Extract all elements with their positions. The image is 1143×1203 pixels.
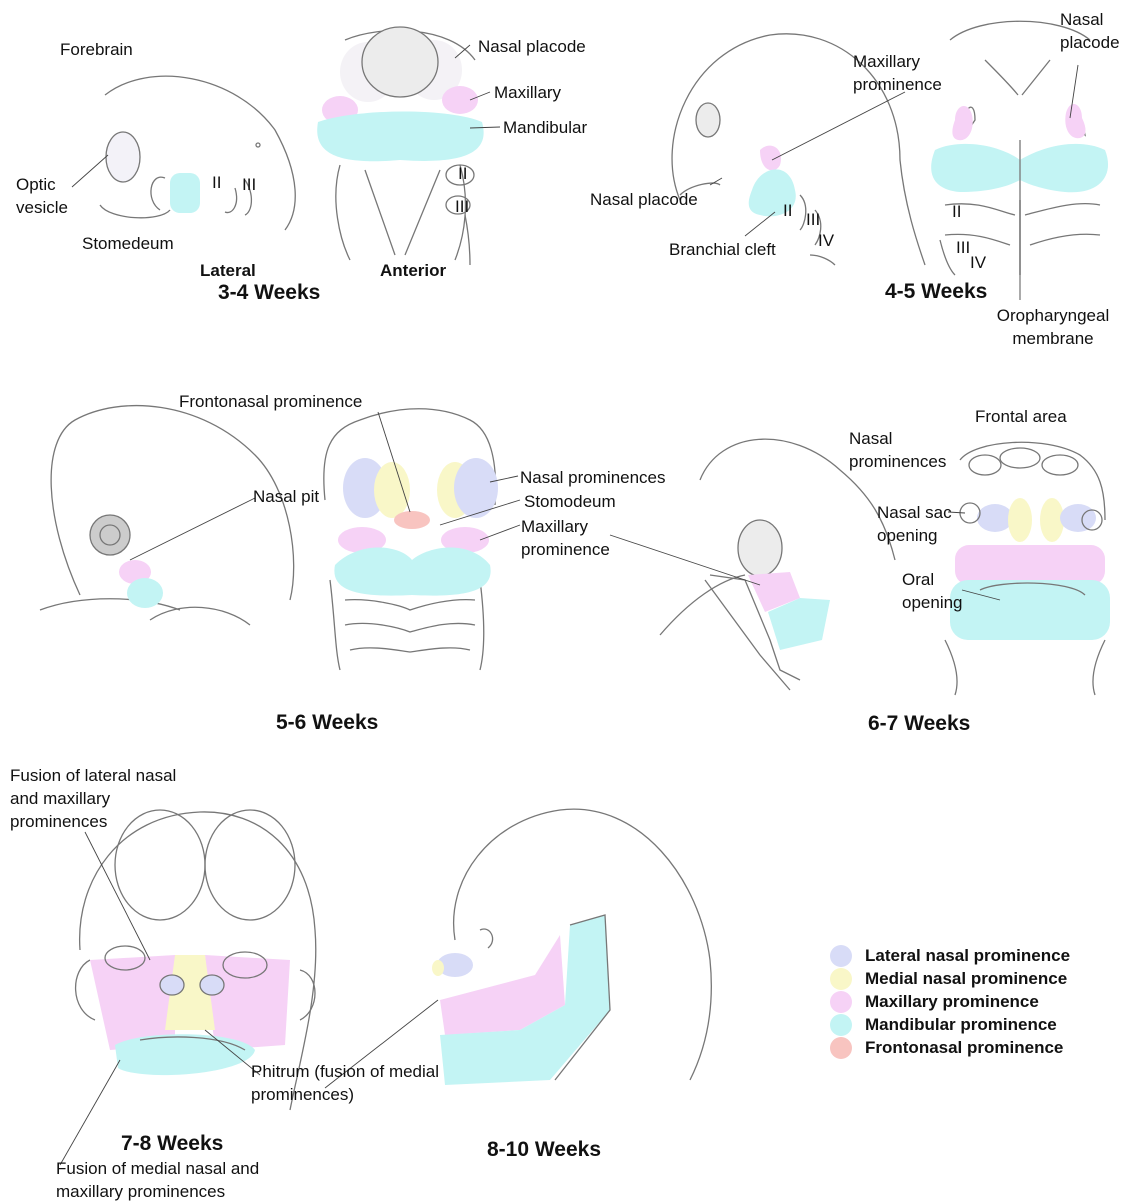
label-nasal-placode-45-lateral: Nasal placode	[590, 188, 698, 211]
label-fusion-lateral-nasal-maxillary: Fusion of lateral nasal and maxillary pr…	[10, 764, 190, 833]
stage-title-7-8: 7-8 Weeks	[121, 1132, 223, 1155]
label-maxillary-34: Maxillary	[494, 81, 561, 104]
legend-swatch-maxillary	[830, 991, 852, 1013]
label-mandibular-34: Mandibular	[503, 116, 587, 139]
label-nasal-prominences-56: Nasal prominences	[520, 466, 666, 489]
label-nasal-prominences-67: Nasal prominences	[849, 427, 964, 473]
leader-fusion-medial	[60, 1060, 120, 1165]
label-view-anterior: Anterior	[380, 259, 446, 282]
label-arch-ii-45-lateral: II	[783, 199, 792, 222]
label-oral-opening: Oral opening	[902, 568, 977, 614]
stage-title-8-10: 8-10 Weeks	[487, 1138, 601, 1161]
label-frontonasal-prominence: Frontonasal prominence	[179, 390, 362, 413]
legend-label-maxillary: Maxillary prominence	[865, 992, 1039, 1012]
legend-item-mandibular: Mandibular prominence	[830, 1013, 1070, 1036]
legend-item-lateral-nasal: Lateral nasal prominence	[830, 944, 1070, 967]
label-arch-iv-45-lateral: IV	[818, 229, 834, 252]
label-maxillary-prominence-56: Maxillary prominence	[521, 515, 631, 561]
label-nasal-pit: Nasal pit	[253, 485, 319, 508]
stage-title-5-6: 5-6 Weeks	[276, 711, 378, 734]
label-branchial-cleft: Branchial cleft	[669, 238, 776, 261]
leader-maxillary-45	[772, 92, 905, 160]
label-arch-iii-34-anterior: III	[455, 195, 469, 218]
label-nasal-placode-45-anterior: Nasal placode	[1060, 8, 1130, 54]
embryo-3-4-lateral	[100, 76, 295, 230]
legend-swatch-medial-nasal	[830, 968, 852, 990]
label-arch-ii-45-anterior: II	[952, 200, 961, 223]
label-stomodeum-56: Stomodeum	[524, 490, 616, 513]
label-nasal-placode-34: Nasal placode	[478, 35, 586, 58]
embryo-6-7-lateral	[660, 439, 895, 690]
stage-title-6-7: 6-7 Weeks	[868, 712, 970, 735]
leader-nasal-placode-45	[710, 178, 722, 185]
label-stomedeum: Stomedeum	[82, 232, 174, 255]
legend: Lateral nasal prominence Medial nasal pr…	[830, 944, 1070, 1059]
label-arch-ii-34-anterior: II	[458, 162, 467, 185]
legend-item-medial-nasal: Medial nasal prominence	[830, 967, 1070, 990]
label-nasal-sac-opening: Nasal sac opening	[877, 501, 967, 547]
label-arch-iv-45-anterior: IV	[970, 251, 986, 274]
leader-maxillary-56	[480, 525, 520, 540]
legend-item-frontonasal: Frontonasal prominence	[830, 1036, 1070, 1059]
embryo-8-10-lateral	[432, 809, 711, 1085]
legend-label-frontonasal: Frontonasal prominence	[865, 1038, 1063, 1058]
leader-fusion-lateral	[85, 832, 150, 960]
legend-item-maxillary: Maxillary prominence	[830, 990, 1070, 1013]
leader-branchial	[745, 212, 775, 236]
label-view-lateral: Lateral	[200, 259, 256, 282]
stage-title-3-4: 3-4 Weeks	[218, 281, 320, 304]
legend-label-mandibular: Mandibular prominence	[865, 1015, 1057, 1035]
label-arch-ii-34-lateral: II	[212, 171, 221, 194]
label-frontal-area: Frontal area	[975, 405, 1067, 428]
stage-title-4-5: 4-5 Weeks	[885, 280, 987, 303]
leader-maxillary-67	[610, 535, 760, 585]
label-arch-iii-45-lateral: III	[806, 208, 820, 231]
label-arch-iii-45-anterior: III	[956, 236, 970, 259]
leader-nasal-pit	[130, 498, 255, 560]
label-fusion-medial-nasal-maxillary: Fusion of medial nasal and maxillary pro…	[56, 1157, 296, 1203]
label-oropharyngeal-membrane: Oropharyngeal membrane	[988, 304, 1118, 350]
label-forebrain: Forebrain	[60, 38, 133, 61]
embryo-5-6-lateral	[40, 406, 294, 625]
legend-label-lateral-nasal: Lateral nasal prominence	[865, 946, 1070, 966]
embryo-5-6-anterior	[324, 409, 498, 670]
label-optic-vesicle: Optic vesicle	[16, 173, 86, 219]
label-phitrum: Phitrum (fusion of medial prominences)	[251, 1060, 521, 1106]
legend-swatch-mandibular	[830, 1014, 852, 1036]
legend-swatch-frontonasal	[830, 1037, 852, 1059]
legend-label-medial-nasal: Medial nasal prominence	[865, 969, 1067, 989]
embryo-3-4-anterior	[317, 27, 483, 265]
legend-swatch-lateral-nasal	[830, 945, 852, 967]
label-maxillary-prominence-45: Maxillary prominence	[853, 50, 963, 96]
label-arch-iii-34-lateral: III	[242, 173, 256, 196]
